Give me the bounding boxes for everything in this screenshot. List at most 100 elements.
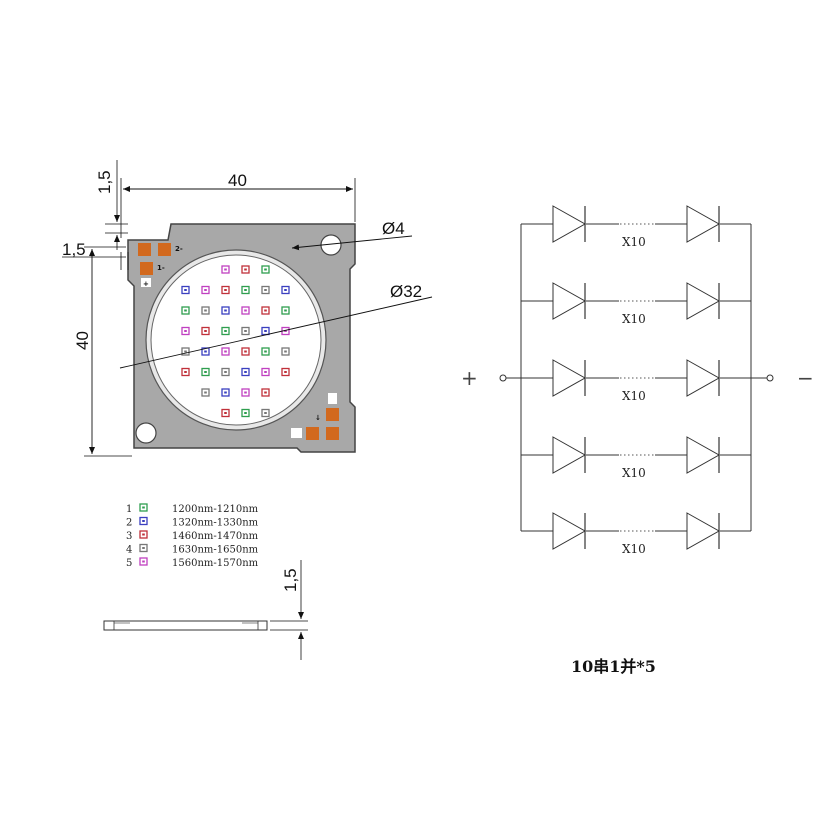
diode-symbol xyxy=(686,205,721,243)
pad-4 xyxy=(326,408,339,421)
emitter-leader xyxy=(119,296,433,369)
led-die xyxy=(204,391,207,394)
diode-symbol xyxy=(552,512,587,550)
emitter-area xyxy=(150,254,322,426)
series-count-label: X10 xyxy=(622,235,646,249)
led-die xyxy=(244,350,247,353)
legend-swatch-die xyxy=(142,547,145,549)
negative-terminal xyxy=(766,374,774,382)
led-die xyxy=(204,330,207,332)
diode-symbol xyxy=(686,512,721,550)
emitter-dimension: Ø32 xyxy=(390,282,422,301)
series-count-label: X10 xyxy=(622,466,646,480)
led-die xyxy=(224,309,227,312)
led-die xyxy=(264,371,267,373)
side-view: 1,5 xyxy=(103,560,308,660)
legend-swatch-die xyxy=(142,520,145,522)
pad-label-plus: + xyxy=(143,280,149,288)
led-die xyxy=(224,412,227,414)
legend-swatch-die xyxy=(142,560,145,563)
led-die xyxy=(224,289,227,291)
top-view: 2- 1- + ↓ 40 40 1,5 1,5 Ø4 xyxy=(62,160,433,457)
led-die xyxy=(204,289,207,291)
led-die xyxy=(204,309,207,312)
led-die xyxy=(264,412,267,414)
diode-symbol xyxy=(552,436,587,474)
legend-range: 1630nm-1650nm xyxy=(172,545,259,556)
width-dimension: 40 xyxy=(228,171,247,190)
diode-symbol xyxy=(686,282,721,320)
led-die xyxy=(264,350,267,353)
legend-swatch-die xyxy=(142,506,145,509)
led-grid xyxy=(181,265,290,418)
led-die xyxy=(264,391,267,394)
mounting-hole-bottom-left xyxy=(135,422,157,444)
height-dimension: 40 xyxy=(73,331,92,350)
led-die xyxy=(184,289,187,291)
led-die xyxy=(284,309,287,312)
pad-1-minus xyxy=(140,262,153,275)
legend-range: 1200nm-1210nm xyxy=(172,504,259,515)
legend-number: 1 xyxy=(126,504,132,515)
legend-swatch-die xyxy=(142,533,145,536)
led-die xyxy=(244,289,247,291)
diode-symbol xyxy=(552,205,587,243)
led-die xyxy=(244,330,247,332)
pad-2-minus-b xyxy=(158,243,171,256)
pad-plus-marker xyxy=(141,278,151,287)
led-die xyxy=(224,350,227,353)
pad-5-b xyxy=(326,427,339,440)
series-count-label: X10 xyxy=(622,312,646,326)
led-die xyxy=(284,371,287,373)
negative-label: − xyxy=(797,366,814,390)
led-die xyxy=(224,330,227,332)
led-die xyxy=(184,371,187,373)
led-die xyxy=(204,371,207,373)
legend-range: 1560nm-1570nm xyxy=(172,558,259,569)
hole-dimension: Ø4 xyxy=(382,219,405,238)
led-die xyxy=(244,391,247,394)
legend-number: 4 xyxy=(126,545,132,556)
led-die xyxy=(284,289,287,291)
pad-arrow: ↓ xyxy=(315,414,321,422)
led-die xyxy=(184,330,187,332)
led-die xyxy=(264,330,267,332)
led-die xyxy=(244,268,247,271)
legend-range: 1460nm-1470nm xyxy=(172,531,259,542)
positive-label: + xyxy=(461,366,478,390)
led-die xyxy=(244,309,247,312)
series-count-label: X10 xyxy=(622,542,646,556)
led-die xyxy=(284,350,287,353)
led-die xyxy=(184,309,187,312)
diode-symbol xyxy=(686,359,721,397)
led-die xyxy=(224,371,227,373)
pad-5-a xyxy=(306,427,319,440)
circuit-caption: 10串1并*5 xyxy=(571,657,656,676)
side-profile-board xyxy=(103,620,268,631)
legend-range: 1320nm-1330nm xyxy=(172,518,259,529)
diode-symbol xyxy=(686,436,721,474)
led-die xyxy=(264,268,267,271)
pad-label-2-minus: 2- xyxy=(175,245,183,253)
legend-number: 5 xyxy=(126,558,132,569)
left-offset-dimension: 1,5 xyxy=(62,240,86,259)
led-die xyxy=(264,289,267,291)
led-die xyxy=(224,268,227,271)
thickness-dimension: 1,5 xyxy=(281,568,300,592)
led-die xyxy=(284,330,287,332)
wavelength-legend: 1 1200nm-1210nm 2 1320nm-1330nm 3 1460nm-1470… xyxy=(126,503,259,569)
pad-label-1-minus: 1- xyxy=(157,264,165,272)
legend-number: 2 xyxy=(126,518,132,529)
pad-5-marker xyxy=(291,428,302,438)
pad-2-minus xyxy=(138,243,151,256)
led-die xyxy=(244,412,247,414)
led-die xyxy=(204,350,207,353)
diode-symbol xyxy=(552,359,587,397)
led-die xyxy=(184,350,187,353)
top-offset-dimension: 1,5 xyxy=(95,170,114,194)
pad-4-marker xyxy=(328,393,337,404)
legend-number: 3 xyxy=(126,531,132,542)
hole-leader xyxy=(291,235,413,251)
